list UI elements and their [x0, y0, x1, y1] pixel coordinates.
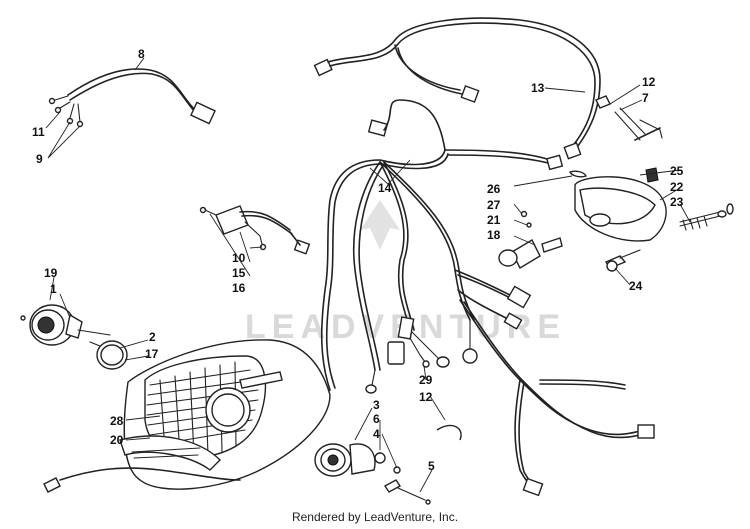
harness-14	[312, 99, 655, 497]
callout-2: 2	[149, 330, 156, 344]
callout-26: 26	[487, 182, 501, 196]
callout-6: 6	[373, 412, 380, 426]
gauge-3	[314, 424, 462, 505]
callout-10: 10	[232, 251, 246, 265]
callout-17: 17	[145, 347, 159, 361]
callout-19: 19	[44, 266, 58, 280]
callout-15: 15	[232, 266, 246, 280]
hood-dash	[43, 339, 331, 493]
callout-5: 5	[428, 459, 435, 473]
callout-20: 20	[110, 433, 124, 447]
callout-13: 13	[531, 81, 545, 95]
leader-lines	[45, 57, 691, 493]
callout-12-top: 12	[642, 75, 656, 89]
hood-grille-texture	[146, 361, 259, 457]
callout-29: 29	[419, 373, 433, 387]
callouts: 8 11 9 13 12 7 14 10 15 16 25 22 23 26 2…	[32, 47, 684, 473]
callout-24: 24	[629, 279, 643, 293]
callout-7: 7	[642, 91, 649, 105]
callout-23: 23	[670, 195, 684, 209]
callout-27: 27	[487, 198, 501, 212]
callout-16: 16	[232, 281, 246, 295]
callout-3: 3	[373, 398, 380, 412]
harness-8	[48, 68, 216, 128]
callout-9: 9	[36, 152, 43, 166]
callout-25: 25	[670, 164, 684, 178]
callout-14: 14	[378, 181, 392, 195]
callout-4: 4	[373, 427, 380, 441]
footer-credit: Rendered by LeadVenture, Inc.	[291, 510, 459, 524]
callout-18: 18	[487, 228, 501, 242]
callout-22: 22	[670, 180, 684, 194]
callout-12-bottom: 12	[419, 390, 433, 404]
callout-21: 21	[487, 213, 501, 227]
callout-28: 28	[110, 414, 124, 428]
harness-13	[313, 17, 663, 160]
gauge-1	[20, 304, 128, 370]
callout-8: 8	[138, 47, 145, 61]
part-10-15-16	[199, 205, 311, 255]
callout-1: 1	[50, 282, 57, 296]
callout-11: 11	[32, 125, 45, 139]
headlight-assembly	[498, 167, 734, 272]
